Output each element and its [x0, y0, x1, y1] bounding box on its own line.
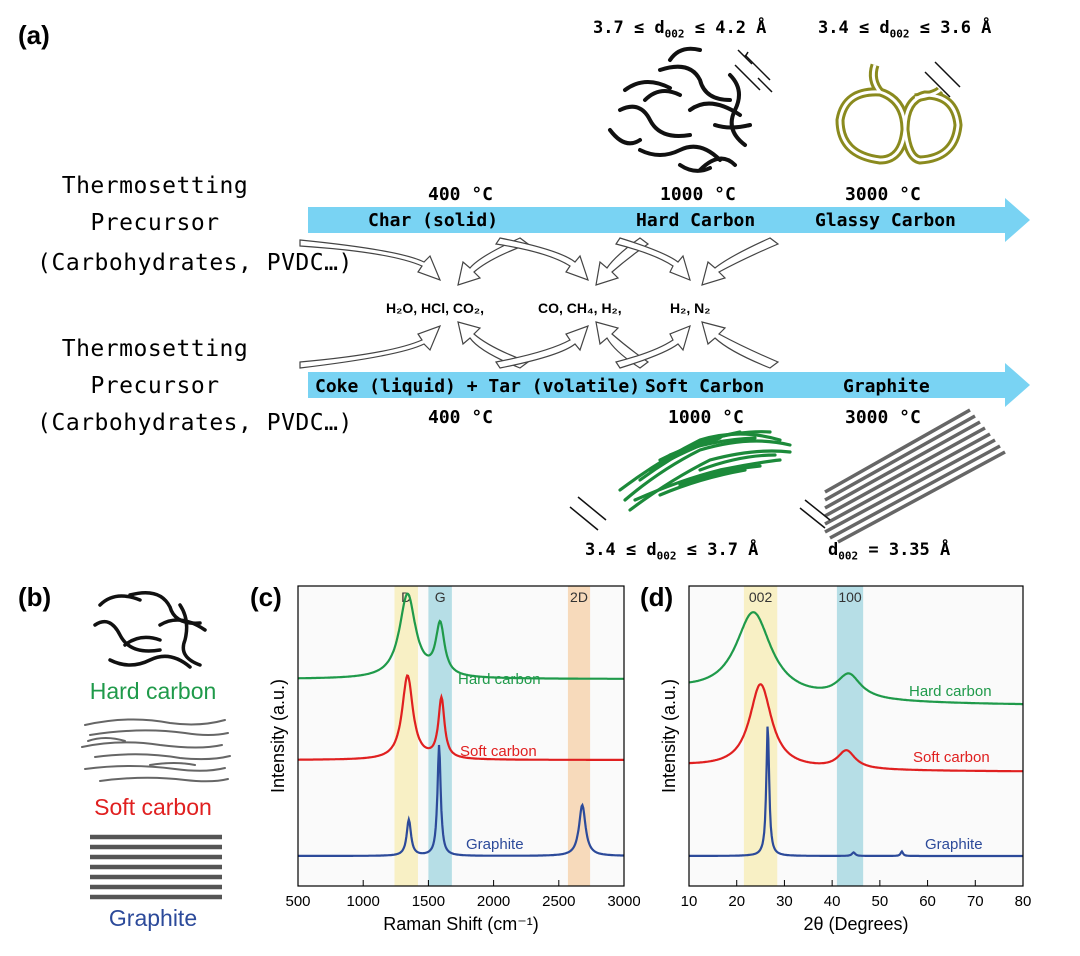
stage-coke-tar: Coke (liquid) + Tar (volatile)	[315, 376, 641, 397]
graphite-spacing-marker	[799, 499, 831, 529]
series-label-hard-carbon: Hard carbon	[458, 671, 541, 688]
x-tick-label: 2000	[477, 893, 510, 910]
x-tick-label: 60	[919, 893, 936, 910]
band-label-G: G	[435, 589, 446, 605]
top-temp-400: 400 °C	[428, 184, 494, 205]
x-tick-label: 30	[776, 893, 793, 910]
x-axis-label: Raman Shift (cm⁻¹)	[383, 914, 539, 934]
stage-glassy-carbon: Glassy Carbon	[815, 210, 956, 231]
x-tick-label: 10	[681, 893, 698, 910]
hard-carbon-spacing-label: 3.7 ≤ d002 ≤ 4.2 Å	[593, 18, 767, 41]
graphite-structure	[824, 408, 1006, 544]
glassy-spacing-marker	[924, 61, 961, 98]
top-temp-1000: 1000 °C	[660, 184, 736, 205]
hard-carbon-structure	[608, 46, 752, 173]
process-diagram	[299, 46, 1030, 544]
soft-carbon-structure	[618, 430, 792, 512]
band-2D	[567, 586, 591, 886]
plot-frame	[688, 585, 1024, 887]
glassy-carbon-inner	[838, 64, 960, 162]
glassy-carbon-structure	[835, 63, 963, 165]
series-line-hard-carbon	[688, 611, 1023, 706]
band-D	[394, 586, 418, 886]
hard-spacing-marker	[734, 49, 773, 93]
bottom-temp-1000: 1000 °C	[668, 407, 744, 428]
x-tick-label: 1000	[347, 893, 380, 910]
x-tick-label: 500	[285, 893, 310, 910]
precursor-bottom-line2: Precursor	[90, 373, 220, 399]
x-axis-label: 2θ (Degrees)	[803, 914, 908, 934]
bottom-temp-3000: 3000 °C	[845, 407, 921, 428]
graphite-spacing-label: d002 = 3.35 Å	[828, 540, 951, 563]
release-arrows-top	[299, 237, 780, 286]
series-label-graphite: Graphite	[466, 836, 524, 853]
process-arrow-bottom	[308, 363, 1030, 407]
stage-hard-carbon: Hard Carbon	[636, 210, 756, 231]
band-G	[428, 586, 452, 886]
x-tick-label: 1500	[412, 893, 445, 910]
precursor-top-line2: Precursor	[90, 210, 220, 236]
panel-label-d: (d)	[640, 582, 674, 612]
series-line-graphite	[298, 744, 624, 857]
series-line-soft-carbon	[298, 674, 624, 761]
soft-carbon-sketch	[81, 718, 231, 783]
soft-spacing-marker	[569, 496, 607, 531]
band-label-2D: 2D	[570, 589, 588, 605]
series-label-soft-carbon: Soft carbon	[913, 749, 990, 766]
stage-char: Char (solid)	[368, 210, 499, 231]
gas-list-1: H₂O, HCl, CO₂,	[386, 300, 484, 316]
band-100	[836, 586, 864, 886]
glassy-carbon-spacing-label: 3.4 ≤ d002 ≤ 3.6 Å	[818, 18, 992, 41]
series-label-graphite: Graphite	[925, 836, 983, 853]
panel-label-a: (a)	[18, 20, 50, 50]
gas-list-2: CO, CH₄, H₂,	[538, 300, 622, 316]
stage-soft-carbon: Soft Carbon	[645, 376, 765, 397]
plot-frame	[297, 585, 625, 887]
series-line-graphite	[689, 726, 1023, 858]
y-axis-label: Intensity (a.u.)	[268, 679, 288, 793]
x-tick-label: 80	[1015, 893, 1032, 910]
bottom-temp-400: 400 °C	[428, 407, 494, 428]
soft-carbon-spacing-label: 3.4 ≤ d002 ≤ 3.7 Å	[585, 540, 759, 563]
hard-carbon-sketch	[93, 591, 207, 669]
y-axis-label: Intensity (a.u.)	[659, 679, 679, 793]
graphite-sketch	[90, 834, 222, 900]
series-line-soft-carbon	[689, 683, 1023, 773]
graphite-label: Graphite	[108, 905, 198, 931]
x-tick-label: 70	[967, 893, 984, 910]
band-label-100: 100	[838, 589, 862, 605]
structure-sketches	[81, 591, 231, 900]
hard-carbon-label: Hard carbon	[89, 678, 217, 704]
x-tick-label: 40	[824, 893, 841, 910]
x-tick-label: 3000	[607, 893, 640, 910]
series-label-soft-carbon: Soft carbon	[460, 743, 537, 760]
precursor-top-line1: Thermosetting	[61, 173, 249, 199]
panel-label-c: (c)	[250, 582, 282, 612]
x-tick-label: 50	[872, 893, 889, 910]
precursor-bottom-line3: (Carbohydrates, PVDC…)	[37, 410, 353, 436]
soft-carbon-label: Soft carbon	[94, 794, 212, 820]
process-arrow-top	[308, 198, 1030, 242]
release-arrows-bottom	[299, 321, 780, 369]
x-tick-label: 20	[728, 893, 745, 910]
precursor-top-line3: (Carbohydrates, PVDC…)	[37, 250, 353, 276]
panel-label-b: (b)	[18, 582, 52, 612]
stage-graphite: Graphite	[843, 376, 930, 397]
x-tick-label: 2500	[542, 893, 575, 910]
series-label-hard-carbon: Hard carbon	[909, 683, 992, 700]
precursor-bottom-line1: Thermosetting	[61, 336, 249, 362]
band-label-002: 002	[749, 589, 773, 605]
top-temp-3000: 3000 °C	[845, 184, 921, 205]
gas-list-3: H₂, N₂	[670, 300, 711, 316]
series-line-hard-carbon	[298, 592, 624, 680]
